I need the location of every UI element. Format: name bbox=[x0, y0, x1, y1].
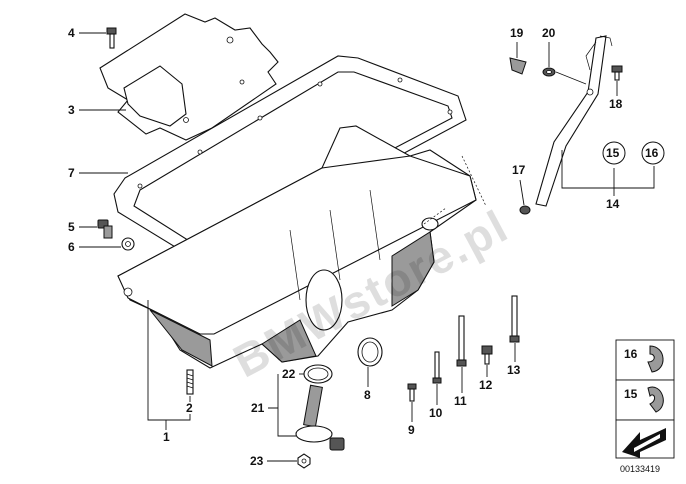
legend-panel: 16 15 00133419 bbox=[615, 339, 675, 474]
callout-21: 21 bbox=[251, 374, 296, 437]
bolt-part-12 bbox=[481, 345, 493, 365]
nut-part-23 bbox=[297, 453, 311, 469]
svg-text:3: 3 bbox=[68, 103, 75, 117]
legend-item-16: 16 bbox=[624, 345, 664, 373]
callout-23: 23 bbox=[250, 454, 297, 468]
svg-text:15: 15 bbox=[624, 387, 638, 401]
legend-item-15: 15 bbox=[624, 386, 664, 413]
oil-level-sensor-part-21 bbox=[295, 384, 345, 451]
svg-text:18: 18 bbox=[609, 97, 623, 111]
bolt-part-11 bbox=[456, 315, 467, 367]
reference-code: 00133419 bbox=[620, 464, 660, 474]
bolt-part-18 bbox=[611, 65, 623, 81]
callout-2: 2 bbox=[186, 396, 193, 415]
svg-text:1: 1 bbox=[163, 430, 170, 444]
svg-text:12: 12 bbox=[479, 378, 493, 392]
dipstick-guide-tube bbox=[535, 35, 613, 207]
arrow-icon bbox=[622, 428, 666, 458]
svg-text:20: 20 bbox=[542, 26, 556, 40]
callout-12: 12 bbox=[479, 365, 493, 392]
callout-8: 8 bbox=[364, 367, 371, 402]
callout-16-circled: 16 bbox=[641, 141, 665, 165]
callout-18: 18 bbox=[609, 81, 623, 111]
svg-text:9: 9 bbox=[408, 423, 415, 437]
callout-5: 5 bbox=[68, 220, 97, 234]
callout-22: 22 bbox=[282, 367, 304, 381]
svg-text:11: 11 bbox=[454, 394, 467, 408]
sealing-ring-part-22 bbox=[303, 364, 333, 384]
callout-11: 11 bbox=[454, 367, 467, 408]
svg-text:13: 13 bbox=[507, 363, 521, 377]
svg-text:2: 2 bbox=[186, 401, 193, 415]
svg-text:19: 19 bbox=[510, 26, 524, 40]
stud-part-2 bbox=[186, 369, 194, 395]
bolt-part-9 bbox=[407, 383, 417, 402]
svg-text:22: 22 bbox=[282, 367, 296, 381]
svg-text:17: 17 bbox=[512, 163, 526, 177]
callout-20: 20 bbox=[542, 26, 556, 67]
oil-pan-gasket bbox=[113, 55, 467, 259]
dipstick-handle-part-19 bbox=[509, 57, 527, 75]
callout-10: 10 bbox=[429, 384, 443, 420]
callout-3: 3 bbox=[68, 103, 126, 117]
callout-15-circled: 15 bbox=[602, 141, 626, 165]
callout-14: 14 bbox=[561, 150, 655, 211]
o-ring-part-8 bbox=[357, 337, 383, 367]
svg-text:4: 4 bbox=[68, 26, 75, 40]
drain-plug-part-5 bbox=[97, 219, 113, 239]
callout-1: 1 bbox=[147, 300, 191, 444]
bolt-part-4 bbox=[106, 27, 117, 49]
svg-text:14: 14 bbox=[606, 197, 620, 211]
svg-text:15: 15 bbox=[606, 146, 620, 160]
seal-part-20 bbox=[542, 67, 587, 85]
callout-9: 9 bbox=[408, 402, 415, 437]
svg-text:21: 21 bbox=[251, 401, 265, 415]
svg-text:8: 8 bbox=[364, 388, 371, 402]
callout-7: 7 bbox=[68, 166, 128, 180]
callout-13: 13 bbox=[507, 343, 521, 377]
oil-pan bbox=[117, 125, 477, 369]
svg-text:16: 16 bbox=[624, 347, 638, 361]
svg-text:10: 10 bbox=[429, 406, 443, 420]
svg-text:16: 16 bbox=[645, 146, 659, 160]
bolt-part-13 bbox=[509, 295, 520, 343]
callout-19: 19 bbox=[510, 26, 524, 58]
svg-text:5: 5 bbox=[68, 220, 75, 234]
bolt-part-10 bbox=[432, 351, 442, 384]
sealing-ring-part-17 bbox=[519, 205, 531, 215]
washer-part-6 bbox=[121, 237, 135, 251]
heat-shield-plate bbox=[99, 13, 279, 141]
callout-6: 6 bbox=[68, 240, 121, 254]
svg-text:6: 6 bbox=[68, 240, 75, 254]
svg-text:7: 7 bbox=[68, 166, 75, 180]
callout-4: 4 bbox=[68, 26, 106, 40]
callout-17: 17 bbox=[512, 163, 526, 206]
svg-text:23: 23 bbox=[250, 454, 264, 468]
